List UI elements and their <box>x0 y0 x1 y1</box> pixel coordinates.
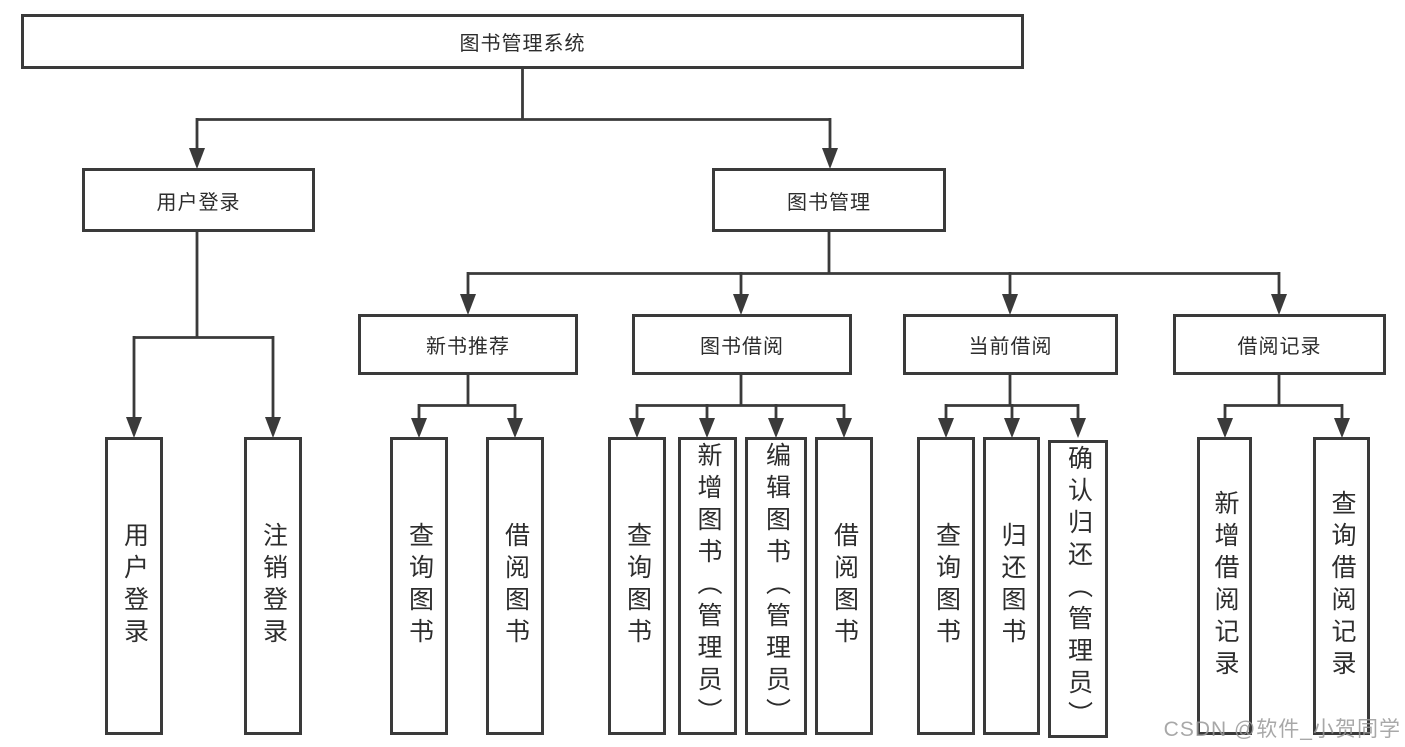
leaf-nbr-borrow-books: 借阅图书 <box>486 437 544 735</box>
leaf-br-add-record: 新增借阅记录 <box>1197 437 1252 735</box>
arrowhead <box>629 418 645 438</box>
leaf-bb-edit-books: 编辑图书（管理员） <box>745 437 807 735</box>
arrowhead <box>836 418 852 438</box>
leaf-bb-borrow-books: 借阅图书 <box>815 437 873 735</box>
node-user-login-label: 用户登录 <box>156 191 241 214</box>
leaf-logout: 注销登录 <box>244 437 302 735</box>
arrowhead <box>699 418 715 438</box>
arrowhead <box>822 148 838 169</box>
leaf-bb-query-books: 查询图书 <box>608 437 666 735</box>
leaf-bb-add-books-label: 新增图书（管理员） <box>694 442 722 730</box>
node-root-label: 图书管理系统 <box>459 33 586 55</box>
leaf-bb-query-books-label: 查询图书 <box>623 522 652 650</box>
arrowhead <box>1004 418 1020 438</box>
arrowhead <box>126 417 142 438</box>
leaf-cb-confirm-return: 确认归还（管理员） <box>1048 440 1108 738</box>
arrowhead <box>265 417 281 438</box>
arrowhead <box>733 294 749 315</box>
leaf-cb-query-books-label: 查询图书 <box>932 522 961 650</box>
node-new-book-rec: 新书推荐 <box>358 314 578 375</box>
arrowhead <box>938 418 954 438</box>
node-current-borrow: 当前借阅 <box>903 314 1118 375</box>
arrowhead <box>1002 294 1018 315</box>
leaf-user-login-label: 用户登录 <box>120 522 149 650</box>
arrowhead <box>189 148 205 169</box>
arrowhead <box>1070 418 1086 438</box>
node-root: 图书管理系统 <box>21 14 1024 69</box>
leaf-nbr-query-books-label: 查询图书 <box>405 522 434 650</box>
leaf-bb-borrow-books-label: 借阅图书 <box>830 522 859 650</box>
node-book-borrow: 图书借阅 <box>632 314 852 375</box>
leaf-cb-return-books: 归还图书 <box>983 437 1040 735</box>
arrowhead <box>411 418 427 438</box>
arrowhead <box>460 294 476 315</box>
leaf-user-login: 用户登录 <box>105 437 163 735</box>
leaf-bb-edit-books-label: 编辑图书（管理员） <box>762 442 791 730</box>
leaf-br-query-record-label: 查询借阅记录 <box>1328 490 1356 682</box>
leaf-cb-query-books: 查询图书 <box>917 437 975 735</box>
leaf-br-query-record: 查询借阅记录 <box>1313 437 1370 735</box>
csdn-watermark: CSDN @软件_小贺同学 <box>1163 718 1401 741</box>
node-book-mgmt: 图书管理 <box>712 168 946 232</box>
node-borrow-records: 借阅记录 <box>1173 314 1386 375</box>
leaf-logout-label: 注销登录 <box>259 522 288 650</box>
node-borrow-records-label: 借阅记录 <box>1237 336 1322 358</box>
node-book-borrow-label: 图书借阅 <box>700 336 784 358</box>
leaf-bb-add-books: 新增图书（管理员） <box>678 437 737 735</box>
arrowhead <box>1334 418 1350 438</box>
node-book-mgmt-label: 图书管理 <box>787 191 871 214</box>
node-current-borrow-label: 当前借阅 <box>968 336 1053 358</box>
arrowhead <box>1217 418 1233 438</box>
arrowhead <box>768 418 784 438</box>
node-user-login: 用户登录 <box>82 168 315 232</box>
arrowhead <box>507 418 523 438</box>
leaf-nbr-query-books: 查询图书 <box>390 437 448 735</box>
arrowhead <box>1271 294 1287 315</box>
node-new-book-rec-label: 新书推荐 <box>426 336 510 358</box>
leaf-cb-return-books-label: 归还图书 <box>998 522 1026 650</box>
leaf-br-add-record-label: 新增借阅记录 <box>1211 490 1239 682</box>
leaf-cb-confirm-return-label: 确认归还（管理员） <box>1064 445 1093 733</box>
leaf-nbr-borrow-books-label: 借阅图书 <box>501 522 530 650</box>
